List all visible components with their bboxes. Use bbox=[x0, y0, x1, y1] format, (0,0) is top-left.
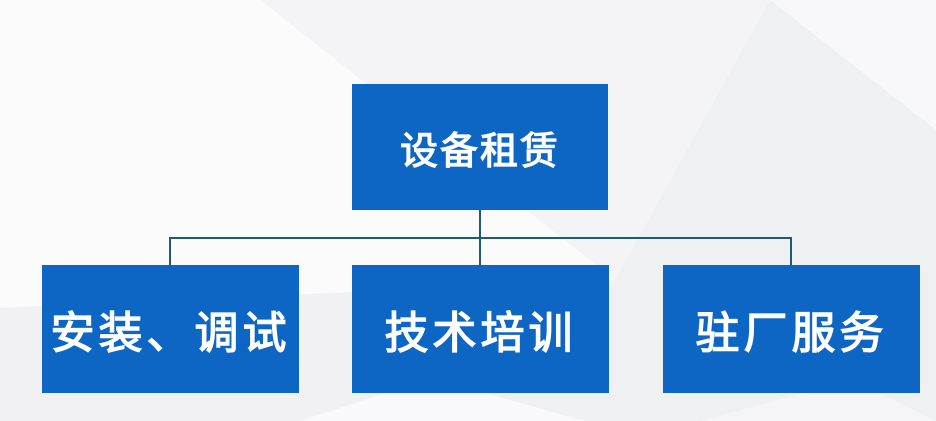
node-technical-training: 技术培训 bbox=[352, 265, 609, 393]
connector-bus-to-child-left bbox=[169, 237, 171, 266]
node-installation-debugging-label: 安装、调试 bbox=[50, 309, 291, 358]
node-equipment-rental: 设备租赁 bbox=[352, 84, 608, 210]
node-installation-debugging: 安装、调试 bbox=[42, 265, 299, 393]
connector-horizontal-bus bbox=[169, 237, 791, 239]
node-equipment-rental-label: 设备租赁 bbox=[399, 130, 560, 173]
connector-bus-to-child-right bbox=[790, 237, 792, 266]
node-resident-factory-service-label: 驻厂服务 bbox=[695, 309, 888, 358]
node-technical-training-label: 技术培训 bbox=[384, 309, 577, 358]
node-resident-factory-service: 驻厂服务 bbox=[663, 265, 920, 393]
